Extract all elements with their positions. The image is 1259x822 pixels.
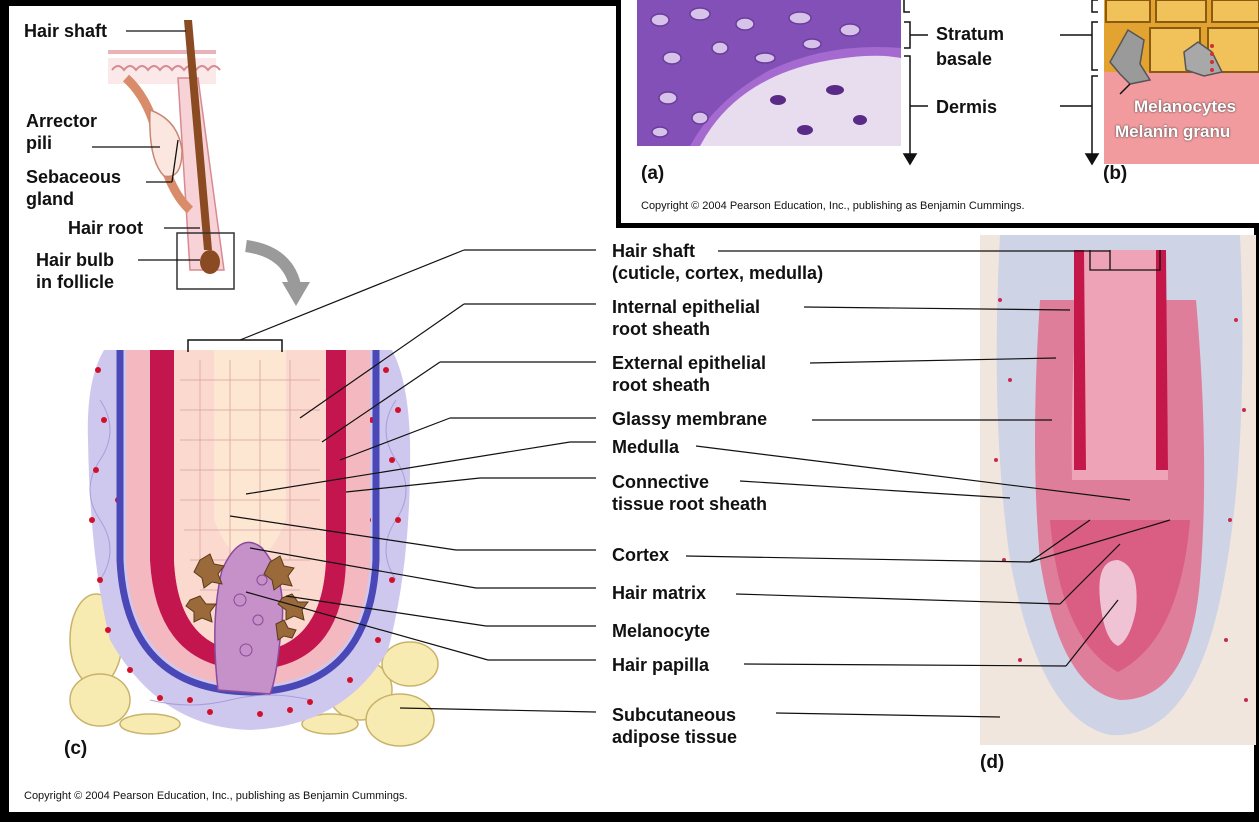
subcutaneous-adipose-label: Subcutaneous adipose tissue xyxy=(612,704,737,748)
stratum-basale-label: Stratum basale xyxy=(936,22,1004,72)
copyright-inset: Copyright © 2004 Pearson Education, Inc.… xyxy=(641,200,1025,212)
copyright-bottom: Copyright © 2004 Pearson Education, Inc.… xyxy=(24,790,408,802)
arrector-pili-label: Arrector pili xyxy=(26,110,97,154)
panel-b-label: (b) xyxy=(1103,163,1127,185)
melanocyte-label: Melanocyte xyxy=(612,620,710,642)
connective-tissue-sheath-label: Connective tissue root sheath xyxy=(612,471,767,515)
cortex-label: Cortex xyxy=(612,544,669,566)
hair-overview-drawing xyxy=(108,20,310,306)
glassy-membrane-label: Glassy membrane xyxy=(612,408,767,430)
internal-root-sheath-label: Internal epithelial root sheath xyxy=(612,296,760,340)
inset-a-brackets xyxy=(904,0,928,164)
panel-c-label: (c) xyxy=(64,738,87,760)
melanin-granules-label: Melanin granu xyxy=(1115,121,1230,142)
hair-bulb-label: Hair bulb in follicle xyxy=(36,249,114,293)
overview-hair-shaft-label: Hair shaft xyxy=(24,20,107,42)
dermis-label: Dermis xyxy=(936,96,997,118)
external-root-sheath-label: External epithelial root sheath xyxy=(612,352,766,396)
micrograph-d xyxy=(980,235,1256,745)
panel-d-label: (d) xyxy=(980,752,1004,774)
hair-root-label: Hair root xyxy=(68,217,143,239)
sebaceous-gland-label: Sebaceous gland xyxy=(26,166,121,210)
hair-papilla-label: Hair papilla xyxy=(612,654,709,676)
panel-a-label: (a) xyxy=(641,163,664,185)
micrograph-a xyxy=(637,0,901,146)
medulla-label: Medulla xyxy=(612,436,679,458)
hair-shaft-label: Hair shaft (cuticle, cortex, medulla) xyxy=(612,240,823,284)
melanocytes-label: Melanocytes xyxy=(1134,96,1236,117)
hair-matrix-label: Hair matrix xyxy=(612,582,706,604)
